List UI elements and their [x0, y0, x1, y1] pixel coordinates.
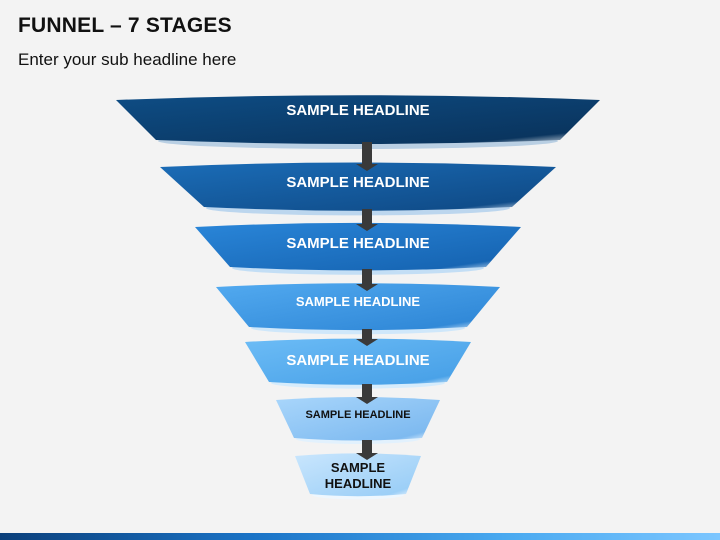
page-title: FUNNEL – 7 STAGES — [18, 14, 232, 37]
funnel-stage-3 — [195, 222, 521, 271]
funnel-stage-7 — [295, 453, 421, 497]
funnel-stage-label-2: SAMPLE HEADLINE — [286, 173, 430, 191]
down-arrow-icon — [356, 329, 378, 346]
down-arrow-icon — [356, 209, 378, 231]
funnel-stage-label-5: SAMPLE HEADLINE — [286, 351, 430, 369]
funnel-stage-1 — [116, 95, 600, 144]
funnel-stage-label-3: SAMPLE HEADLINE — [286, 234, 430, 252]
funnel-stage-2 — [160, 162, 556, 211]
page-subtitle: Enter your sub headline here — [18, 50, 237, 69]
funnel-stage-5 — [245, 338, 471, 385]
funnel-stage-label-1: SAMPLE HEADLINE — [286, 101, 430, 119]
down-arrow-icon — [356, 440, 378, 460]
down-arrow-icon — [356, 269, 378, 291]
funnel-stage-label-7: SAMPLE HEADLINE — [324, 460, 392, 492]
down-arrow-icon — [356, 384, 378, 404]
funnel-stage-label-4: SAMPLE HEADLINE — [295, 293, 421, 309]
funnel-stage-label-6: SAMPLE HEADLINE — [305, 409, 411, 422]
funnel-stage-6 — [276, 397, 440, 441]
bottom-accent-bar — [0, 533, 720, 540]
funnel-stage-4 — [216, 283, 500, 331]
down-arrow-icon — [356, 142, 378, 171]
